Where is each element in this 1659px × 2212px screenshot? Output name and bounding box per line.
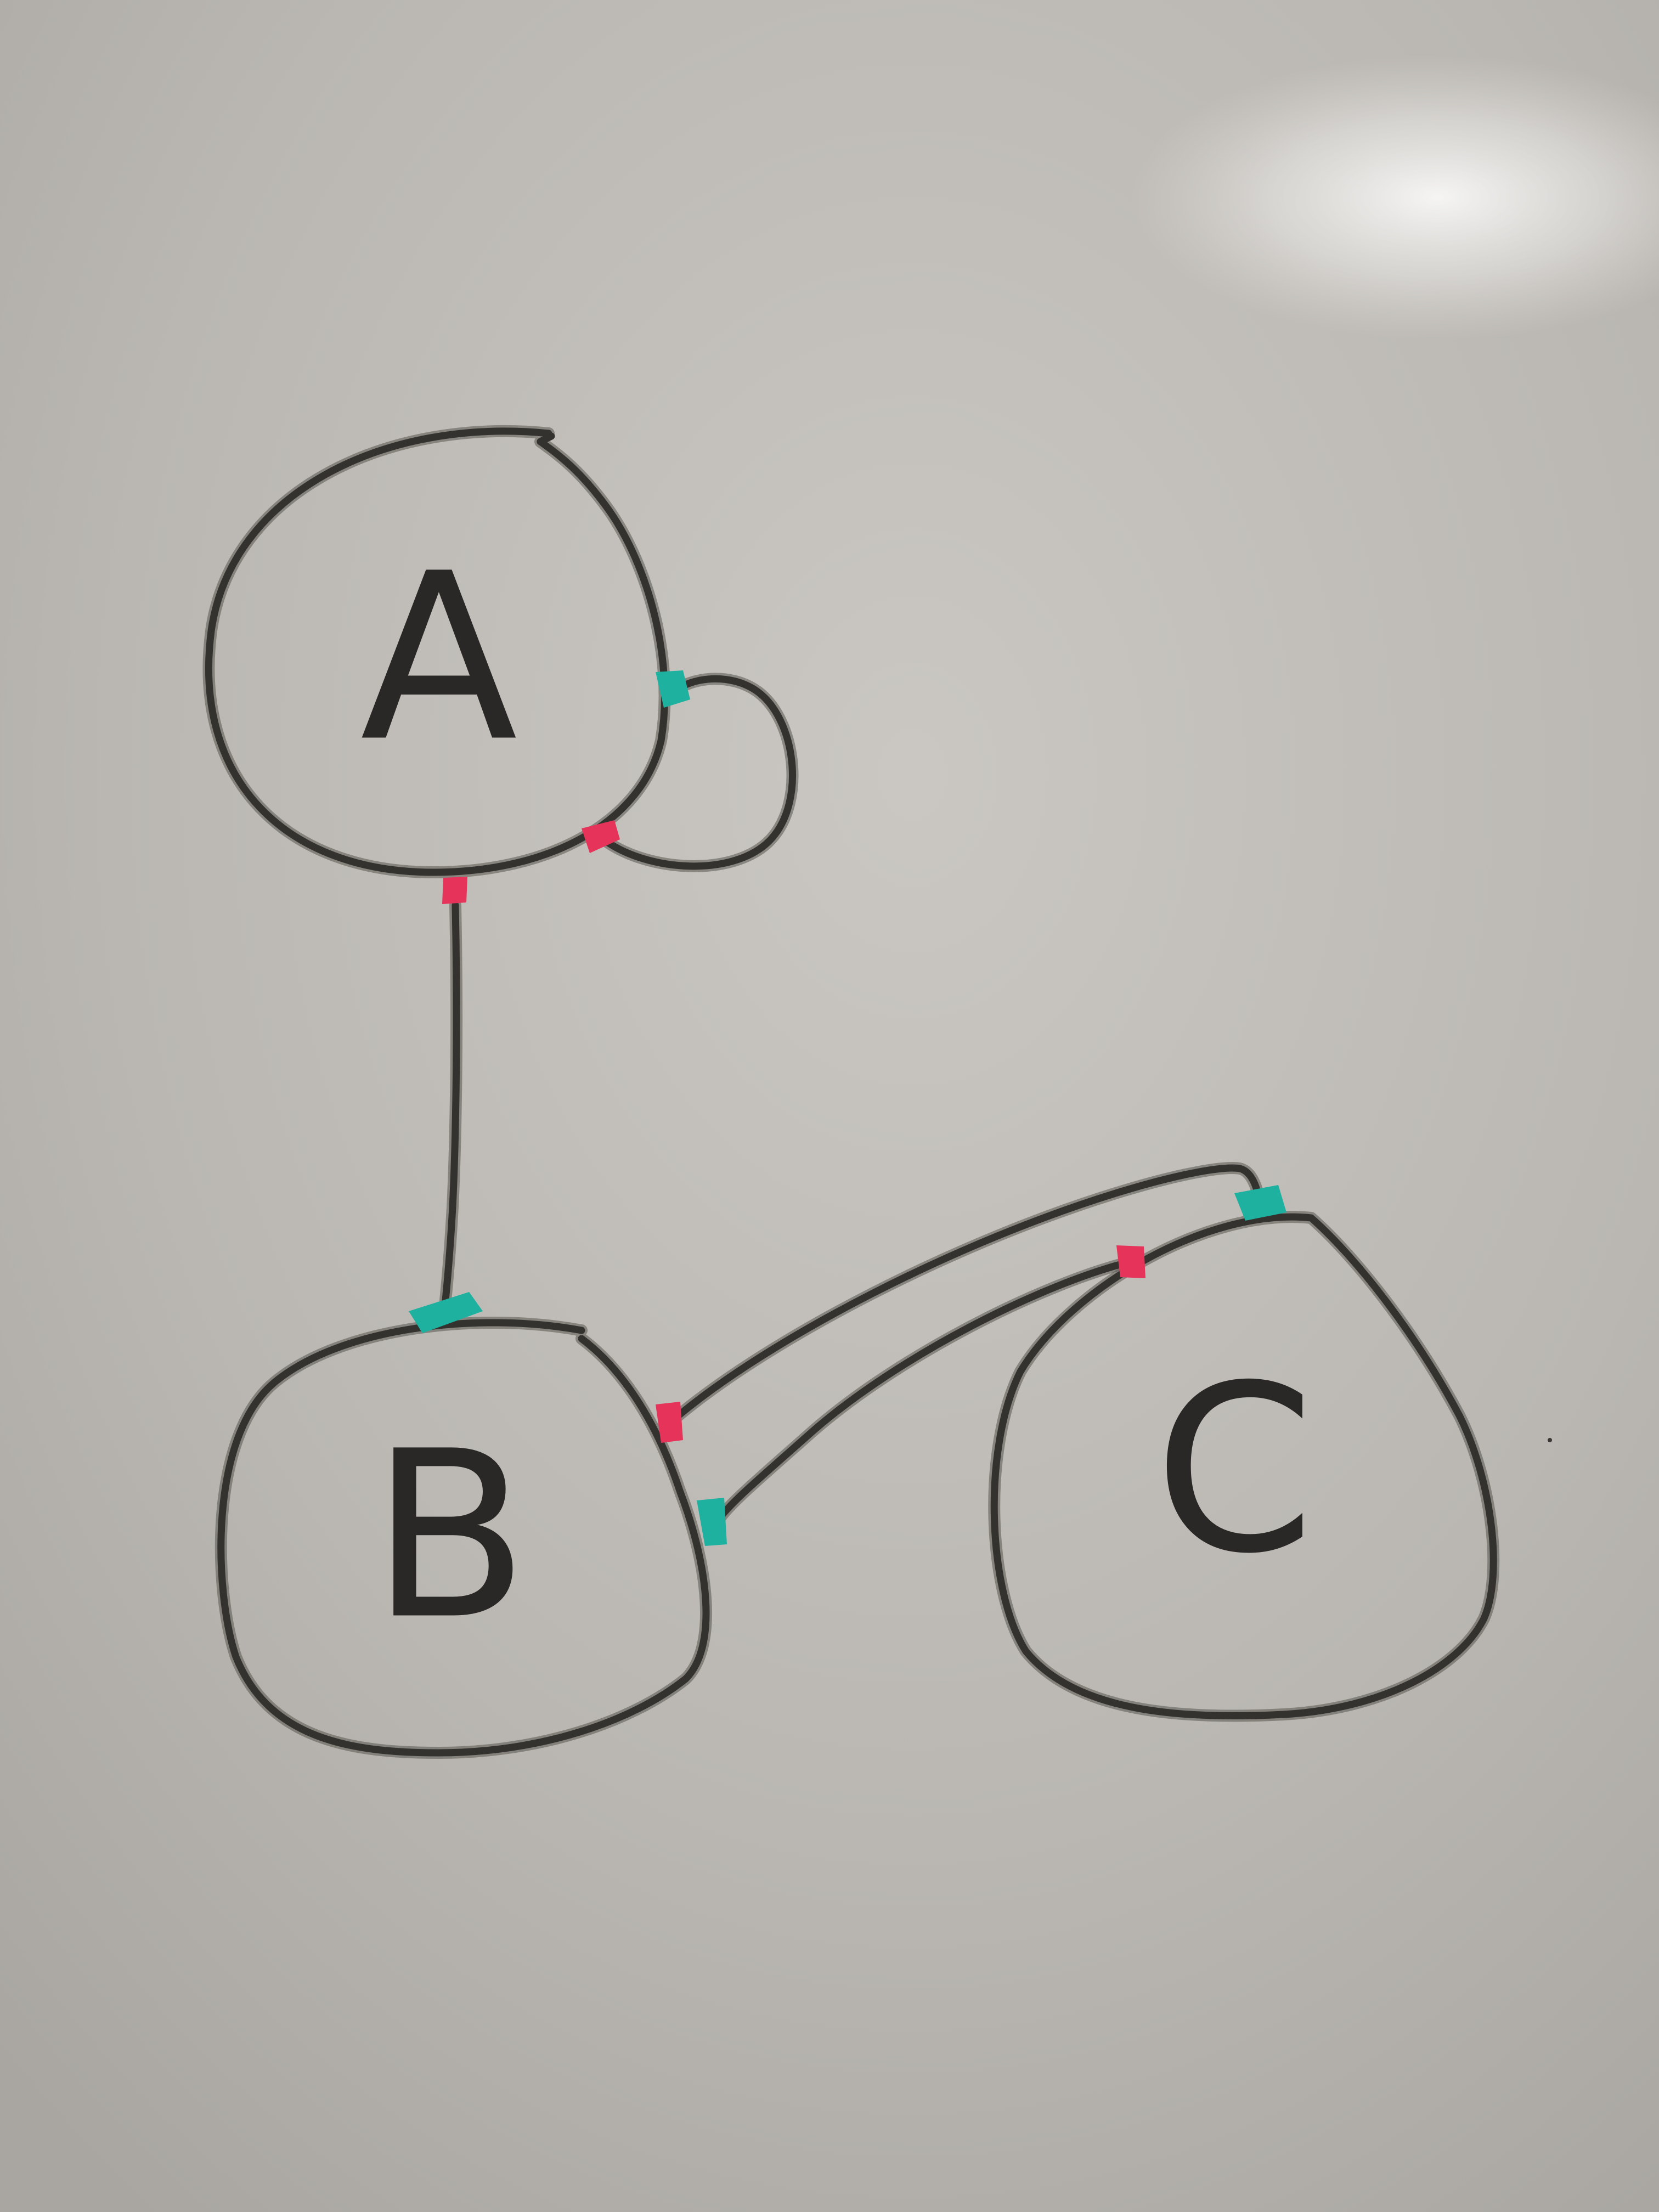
end-port-a-self: [656, 670, 690, 708]
node-b: B: [215, 1316, 712, 1759]
end-port-b-to-c: [1234, 1185, 1286, 1221]
node-c-outline: [990, 1213, 1497, 1720]
node-a: A: [202, 425, 671, 878]
edge-b-to-c: [666, 1162, 1265, 1427]
start-port-a-to-b: [442, 877, 467, 904]
edge-a-to-b: [439, 899, 463, 1306]
edge-c-to-b: [713, 1256, 1136, 1526]
start-port-a-self: [582, 820, 620, 853]
node-b-outline: [217, 1319, 710, 1757]
node-b-label: B: [371, 1402, 529, 1671]
start-port-c-to-b: [1116, 1245, 1146, 1278]
node-c-label: C: [1154, 1336, 1314, 1605]
node-a-outline: [205, 427, 669, 876]
node-a-label: A: [360, 524, 518, 793]
light-glare: [1130, 55, 1659, 340]
end-port-a-to-b: [409, 1292, 483, 1333]
node-c: C: [988, 1211, 1500, 1722]
edge-a-to-a: [597, 673, 799, 872]
end-port-c-to-b: [697, 1498, 727, 1546]
start-port-b-to-c: [656, 1402, 683, 1443]
stray-ink-dot: [1548, 1438, 1552, 1442]
